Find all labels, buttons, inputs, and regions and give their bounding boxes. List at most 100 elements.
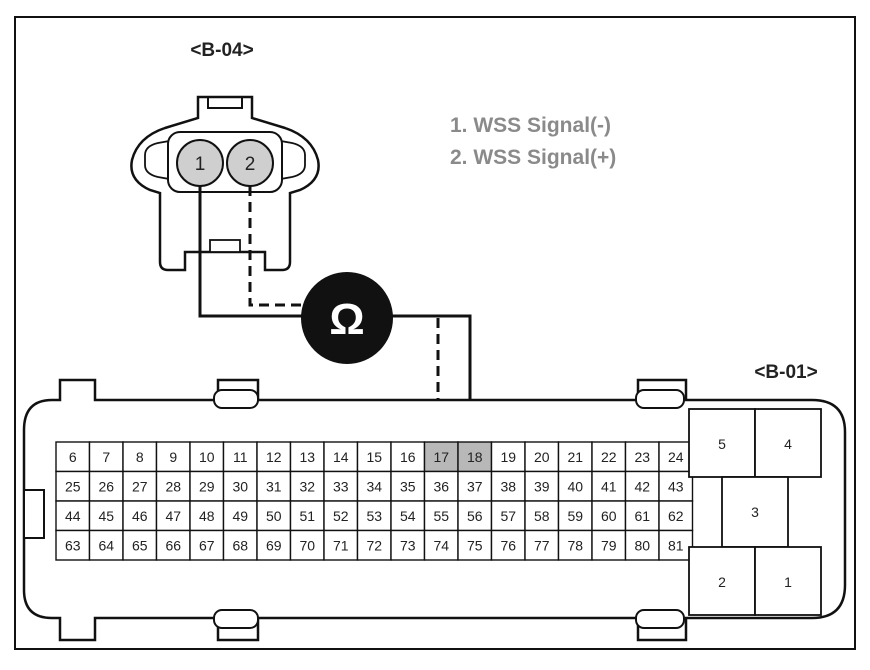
pin-label-37: 37 xyxy=(467,478,483,494)
pin-cell-66 xyxy=(155,529,191,561)
connector-b04-pin-2-label: 2 xyxy=(245,154,256,175)
pin-cell-81 xyxy=(658,529,694,561)
pin-label-47: 47 xyxy=(165,508,181,524)
pin-label-16: 16 xyxy=(400,449,416,465)
pin-cell-57 xyxy=(490,500,526,532)
pin-label-13: 13 xyxy=(299,449,315,465)
pin-label-57: 57 xyxy=(500,508,516,524)
pin-label-46: 46 xyxy=(132,508,148,524)
pin-cell-9 xyxy=(155,441,191,473)
pin-label-33: 33 xyxy=(333,478,349,494)
pin-label-30: 30 xyxy=(232,478,248,494)
pin-label-48: 48 xyxy=(199,508,215,524)
pin-label-67: 67 xyxy=(199,537,215,553)
pin-label-8: 8 xyxy=(136,449,144,465)
pin-label-27: 27 xyxy=(132,478,148,494)
pin-cell-50 xyxy=(256,500,292,532)
pin-cell-56 xyxy=(457,500,493,532)
pin-cell-76 xyxy=(490,529,526,561)
pin-cell-26 xyxy=(88,470,124,502)
pin-label-77: 77 xyxy=(534,537,550,553)
pin-label-80: 80 xyxy=(634,537,650,553)
pin-label-61: 61 xyxy=(634,508,650,524)
pin-label-74: 74 xyxy=(433,537,449,553)
pin-label-52: 52 xyxy=(333,508,349,524)
pin-cell-53 xyxy=(356,500,392,532)
pin-label-15: 15 xyxy=(366,449,382,465)
power-pin-3-label: 3 xyxy=(751,504,759,520)
pin-cell-34 xyxy=(356,470,392,502)
connector-b01-top-latch-right xyxy=(635,389,685,409)
pin-cell-71 xyxy=(323,529,359,561)
pin-cell-65 xyxy=(122,529,158,561)
pin-cell-64 xyxy=(88,529,124,561)
pin-label-58: 58 xyxy=(534,508,550,524)
power-pin-1-label: 1 xyxy=(784,574,792,590)
pin-label-24: 24 xyxy=(668,449,684,465)
pin-cell-77 xyxy=(524,529,560,561)
wiring xyxy=(198,186,472,440)
pin-cell-58 xyxy=(524,500,560,532)
pin-cell-68 xyxy=(222,529,258,561)
pin-label-45: 45 xyxy=(98,508,114,524)
pin-label-9: 9 xyxy=(169,449,177,465)
pin-cell-73 xyxy=(390,529,426,561)
connector-b01-label: <B-01> xyxy=(754,362,817,383)
pin-label-29: 29 xyxy=(199,478,215,494)
pin-cell-18 xyxy=(457,441,493,473)
connector-b04-label: <B-04> xyxy=(190,40,253,61)
pin-label-78: 78 xyxy=(567,537,583,553)
pin-label-50: 50 xyxy=(266,508,282,524)
pin-label-64: 64 xyxy=(98,537,114,553)
pin-label-38: 38 xyxy=(500,478,516,494)
pin-label-71: 71 xyxy=(333,537,349,553)
power-pin-1 xyxy=(754,546,822,616)
pin-label-34: 34 xyxy=(366,478,382,494)
pin-cell-23 xyxy=(624,441,660,473)
pin-label-20: 20 xyxy=(534,449,550,465)
pin-label-63: 63 xyxy=(65,537,81,553)
pin-label-55: 55 xyxy=(433,508,449,524)
pin-label-76: 76 xyxy=(500,537,516,553)
pin-label-51: 51 xyxy=(299,508,315,524)
pin-cell-17 xyxy=(423,441,459,473)
connector-b04-key xyxy=(209,239,241,253)
connector-b01-bottom-latch-left xyxy=(213,609,259,629)
pin-cell-21 xyxy=(557,441,593,473)
wire-signal-plus-b01 xyxy=(392,314,440,440)
pin-cell-59 xyxy=(557,500,593,532)
pin-label-21: 21 xyxy=(567,449,583,465)
pin-label-31: 31 xyxy=(266,478,282,494)
pin-cell-52 xyxy=(323,500,359,532)
pin-label-53: 53 xyxy=(366,508,382,524)
pin-cell-47 xyxy=(155,500,191,532)
wire-signal-plus-b04 xyxy=(248,186,302,307)
pin-label-14: 14 xyxy=(333,449,349,465)
connector-b04-pin-1-label: 1 xyxy=(195,154,206,175)
connector-b04: 1 2 xyxy=(130,95,320,272)
pin-label-17: 17 xyxy=(433,449,449,465)
pin-label-56: 56 xyxy=(467,508,483,524)
pin-label-60: 60 xyxy=(601,508,617,524)
pin-label-32: 32 xyxy=(299,478,315,494)
pin-label-25: 25 xyxy=(65,478,81,494)
pin-label-59: 59 xyxy=(567,508,583,524)
pin-label-26: 26 xyxy=(98,478,114,494)
pin-cell-61 xyxy=(624,500,660,532)
power-pin-5-label: 5 xyxy=(718,436,726,452)
pin-label-18: 18 xyxy=(467,449,483,465)
pin-cell-40 xyxy=(557,470,593,502)
pin-cell-78 xyxy=(557,529,593,561)
ohmmeter-circle xyxy=(301,272,393,364)
ohm-icon: Ω xyxy=(329,295,364,344)
pin-label-36: 36 xyxy=(433,478,449,494)
pin-cell-43 xyxy=(658,470,694,502)
pin-label-28: 28 xyxy=(165,478,181,494)
legend-item-1: 1. WSS Signal(-) xyxy=(450,114,611,137)
pin-label-43: 43 xyxy=(668,478,684,494)
pin-cell-69 xyxy=(256,529,292,561)
pin-label-44: 44 xyxy=(65,508,81,524)
pin-cell-74 xyxy=(423,529,459,561)
